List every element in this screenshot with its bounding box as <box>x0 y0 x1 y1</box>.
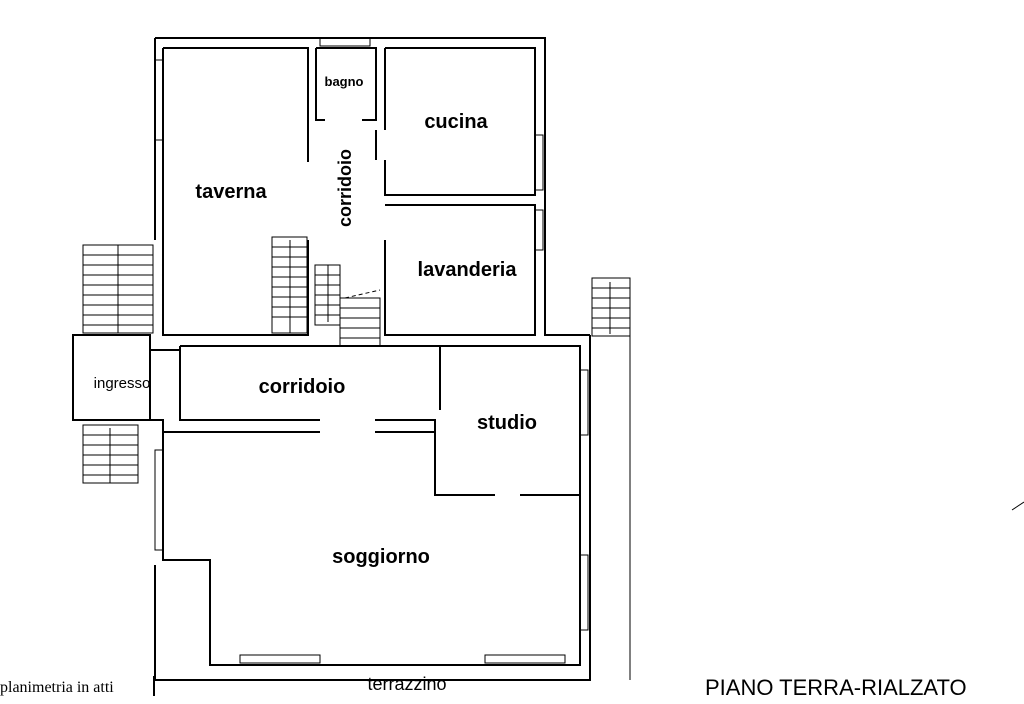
window-bagno <box>319 37 371 47</box>
room-label-terrazzino: terrazzino <box>367 674 446 694</box>
stair-west-lower <box>82 424 139 484</box>
ingresso-link-bottom <box>150 419 164 432</box>
room-label-soggiorno: soggiorno <box>332 546 430 568</box>
bagno-walls <box>316 47 377 121</box>
stair-east <box>591 277 631 680</box>
walls <box>72 37 591 681</box>
window-studio <box>579 369 589 436</box>
cucina-walls <box>384 47 536 196</box>
room-label-corridoio-lower: corridoio <box>259 376 346 398</box>
room-label-corridoio-upper: corridoio <box>335 149 355 227</box>
stair-west-upper <box>82 244 154 334</box>
plan-caption: planimetria in atti <box>0 679 114 696</box>
north-arrow-fragment <box>1011 501 1024 511</box>
window-soggiorno <box>579 554 589 631</box>
stair-corridor <box>314 264 381 347</box>
window-west-soggiorno <box>154 449 164 551</box>
window-cucina <box>534 134 544 191</box>
lower-corridor-west <box>179 346 320 421</box>
outer-wall-south <box>154 335 591 681</box>
taverna-walls <box>162 48 309 336</box>
floor-title: PIANO TERRA-RIALZATO <box>705 675 967 700</box>
caption-clip-line <box>153 676 155 696</box>
window-south-2 <box>484 654 566 664</box>
window-taverna <box>154 59 164 141</box>
window-lavanderia <box>534 209 544 251</box>
room-label-studio: studio <box>477 412 537 434</box>
room-label-taverna: taverna <box>195 181 267 203</box>
room-label-lavanderia: lavanderia <box>418 259 518 281</box>
room-label-bagno: bagno <box>325 74 364 89</box>
stairs <box>82 236 631 680</box>
window-south-1 <box>239 654 321 664</box>
bagno-west <box>315 48 325 121</box>
room-label-cucina: cucina <box>424 111 488 133</box>
studio-walls <box>375 419 495 496</box>
room-label-ingresso: ingresso <box>94 375 151 392</box>
stair-taverna <box>271 236 308 334</box>
taverna-inner-top <box>163 47 309 162</box>
windows <box>154 37 589 664</box>
lavanderia-walls <box>384 204 536 336</box>
